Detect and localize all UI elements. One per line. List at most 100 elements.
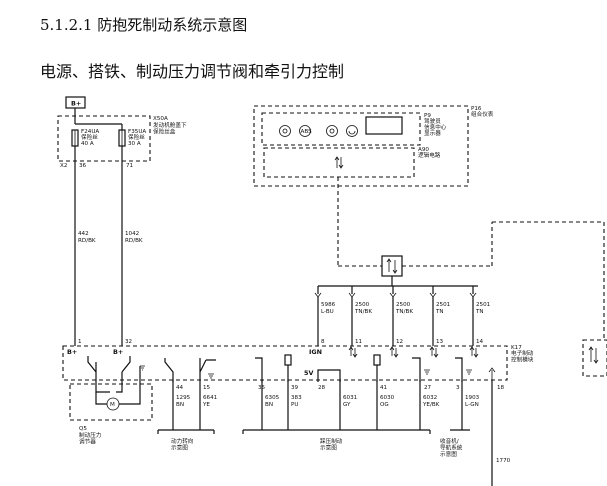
fuse-2-type: 保险丝 (128, 133, 145, 141)
dic-display (365, 116, 403, 135)
bottom-pin-39: 39 (291, 385, 299, 391)
bottom-wire-7-circuit: 6032 (423, 395, 437, 401)
bus-wire-4-color: TN (435, 309, 444, 315)
logic-id: A90 (418, 147, 429, 153)
bus-wire-1-circuit: 5986 (321, 302, 336, 308)
cluster-name: 组合仪表 (471, 110, 494, 118)
bus-wire-4-circuit: 2501 (436, 302, 451, 308)
bottom-wire-1-circuit: 1295 (176, 395, 191, 401)
logic-name: 逻辑电路 (418, 151, 441, 159)
ebcm-name: 电子制动控制模块 (511, 349, 534, 364)
bottom-wire-8-circuit: 1903 (465, 395, 480, 401)
right-connector-outline (582, 339, 607, 377)
fuse-1-type: 保险丝 (81, 133, 98, 141)
bottom-wire-4-circuit: 383 (291, 395, 302, 401)
feed-wire-1-circuit: 442 (78, 231, 89, 237)
battery-label: B+ (71, 100, 81, 108)
dic-outline (261, 112, 421, 146)
pin-13: 13 (436, 339, 444, 345)
bottom-wire-7-color: YE/BK (422, 402, 440, 408)
bottom-wire-5-circuit: 6031 (343, 395, 358, 401)
fuse-1-id: F24UA (81, 129, 99, 135)
feed-wire-1-color: RD/BK (78, 238, 96, 244)
bottom-wire-2-color: YE (202, 402, 210, 408)
bottom-wire-5-color: GY (343, 402, 351, 408)
regulator-outline (69, 383, 153, 421)
ground-icon-3 (424, 369, 430, 375)
logic-outline (263, 147, 415, 178)
dic-name: 驾驶员信息中心显示器 (424, 117, 447, 137)
pin-32: 32 (125, 339, 132, 345)
traction-warning-icon (326, 125, 338, 137)
ign-label: IGN (309, 348, 322, 356)
bus-wire-1-color: L-BU (321, 309, 334, 315)
feed-wire-2-color: RD/BK (125, 238, 143, 244)
bottom-wire-2-circuit: 6641 (203, 395, 218, 401)
bus-wire-2-circuit: 2500 (355, 302, 370, 308)
fuse-block-id: X50A (153, 116, 168, 122)
fuse-pin-x2: X2 (60, 163, 67, 169)
bus-wire-5-color: TN (475, 309, 484, 315)
bplus-label-1: B+ (67, 348, 77, 356)
5v-label: 5V (304, 369, 313, 377)
bottom-pin-18: 18 (497, 385, 505, 391)
fuse-pin-36: 36 (79, 163, 87, 169)
ebcm-id: K17 (511, 345, 522, 351)
bus-junction (381, 255, 403, 277)
pin-11: 11 (355, 339, 363, 345)
bus-data-arrows-icon (386, 258, 398, 274)
bottom-wire-6-circuit: 6030 (380, 395, 395, 401)
ref-power-steering: 动力转向示意图 (171, 437, 194, 452)
pin-1: 1 (78, 339, 82, 345)
ground-icon-2 (208, 373, 214, 379)
bottom-pin-3: 3 (456, 385, 460, 391)
bottom-wire-4-color: PU (291, 402, 298, 408)
cluster-outline (253, 105, 469, 187)
ref-brake-pedal: 踩压制动示意图 (320, 437, 343, 452)
feed-wire-2-circuit: 1042 (125, 231, 139, 237)
bottom-pin-44: 44 (176, 385, 184, 391)
ebcm-outline (62, 345, 508, 381)
dic-id: P9 (424, 113, 431, 119)
bus-wire-2-color: TN/BK (354, 309, 372, 315)
bottom-pin-15: 15 (203, 385, 211, 391)
bottom-pin-27: 27 (424, 385, 432, 391)
bottom-wire-6-color: OG (380, 402, 389, 408)
bplus-label-2: B+ (113, 348, 123, 356)
svg-text:ABS: ABS (301, 129, 313, 135)
stability-warning-icon (346, 125, 358, 137)
motor-label: M (110, 402, 115, 408)
pin-14: 14 (476, 339, 484, 345)
brake-warning-icon (299, 125, 311, 137)
fuse-2-rating: 30 A (128, 141, 141, 147)
fuse-block-outline (57, 115, 151, 162)
bottom-wire-3-color: BN (265, 402, 273, 408)
bus-wire-3-circuit: 2500 (396, 302, 411, 308)
bottom-wire-1-color: BN (176, 402, 184, 408)
bus-wire-3-color: TN/BK (395, 309, 413, 315)
bus-wire-5-circuit: 2501 (476, 302, 491, 308)
bottom-pin-28: 28 (318, 385, 326, 391)
fuse-1-rating: 40 A (81, 141, 94, 147)
ref-radio-nav: 收音机/导航系统示意图 (440, 437, 463, 458)
section-title: 5.1.2.1 防抱死制动系统示意图 (40, 16, 248, 34)
pin-8: 8 (321, 339, 325, 345)
module-data-arrows (348, 346, 479, 358)
bottom-wire-8-color: L-GN (465, 402, 479, 408)
bottom-wire-3-circuit: 6305 (265, 395, 280, 401)
ground-icon (140, 365, 145, 371)
page-subtitle: 电源、搭铁、制动压力调节阀和牵引力控制 (40, 62, 345, 81)
regulator-id: Q5 (79, 426, 87, 432)
regulator-name: 制动压力调节器 (79, 431, 102, 446)
cluster-id: P16 (471, 106, 482, 112)
ground-icon-4 (466, 369, 472, 375)
pin-12: 12 (396, 339, 403, 345)
cut-circuit-label: 1770 (496, 458, 511, 464)
abs-warning-icon (279, 125, 291, 137)
fuse-2-id: F35UA (128, 129, 146, 135)
fuse-pin-71: 71 (126, 163, 134, 169)
bottom-pin-41: 41 (380, 385, 388, 391)
fuse-block-name: 发动机舱盖下保险丝盒 (153, 121, 187, 136)
cluster-data-arrows-icon (334, 156, 344, 169)
